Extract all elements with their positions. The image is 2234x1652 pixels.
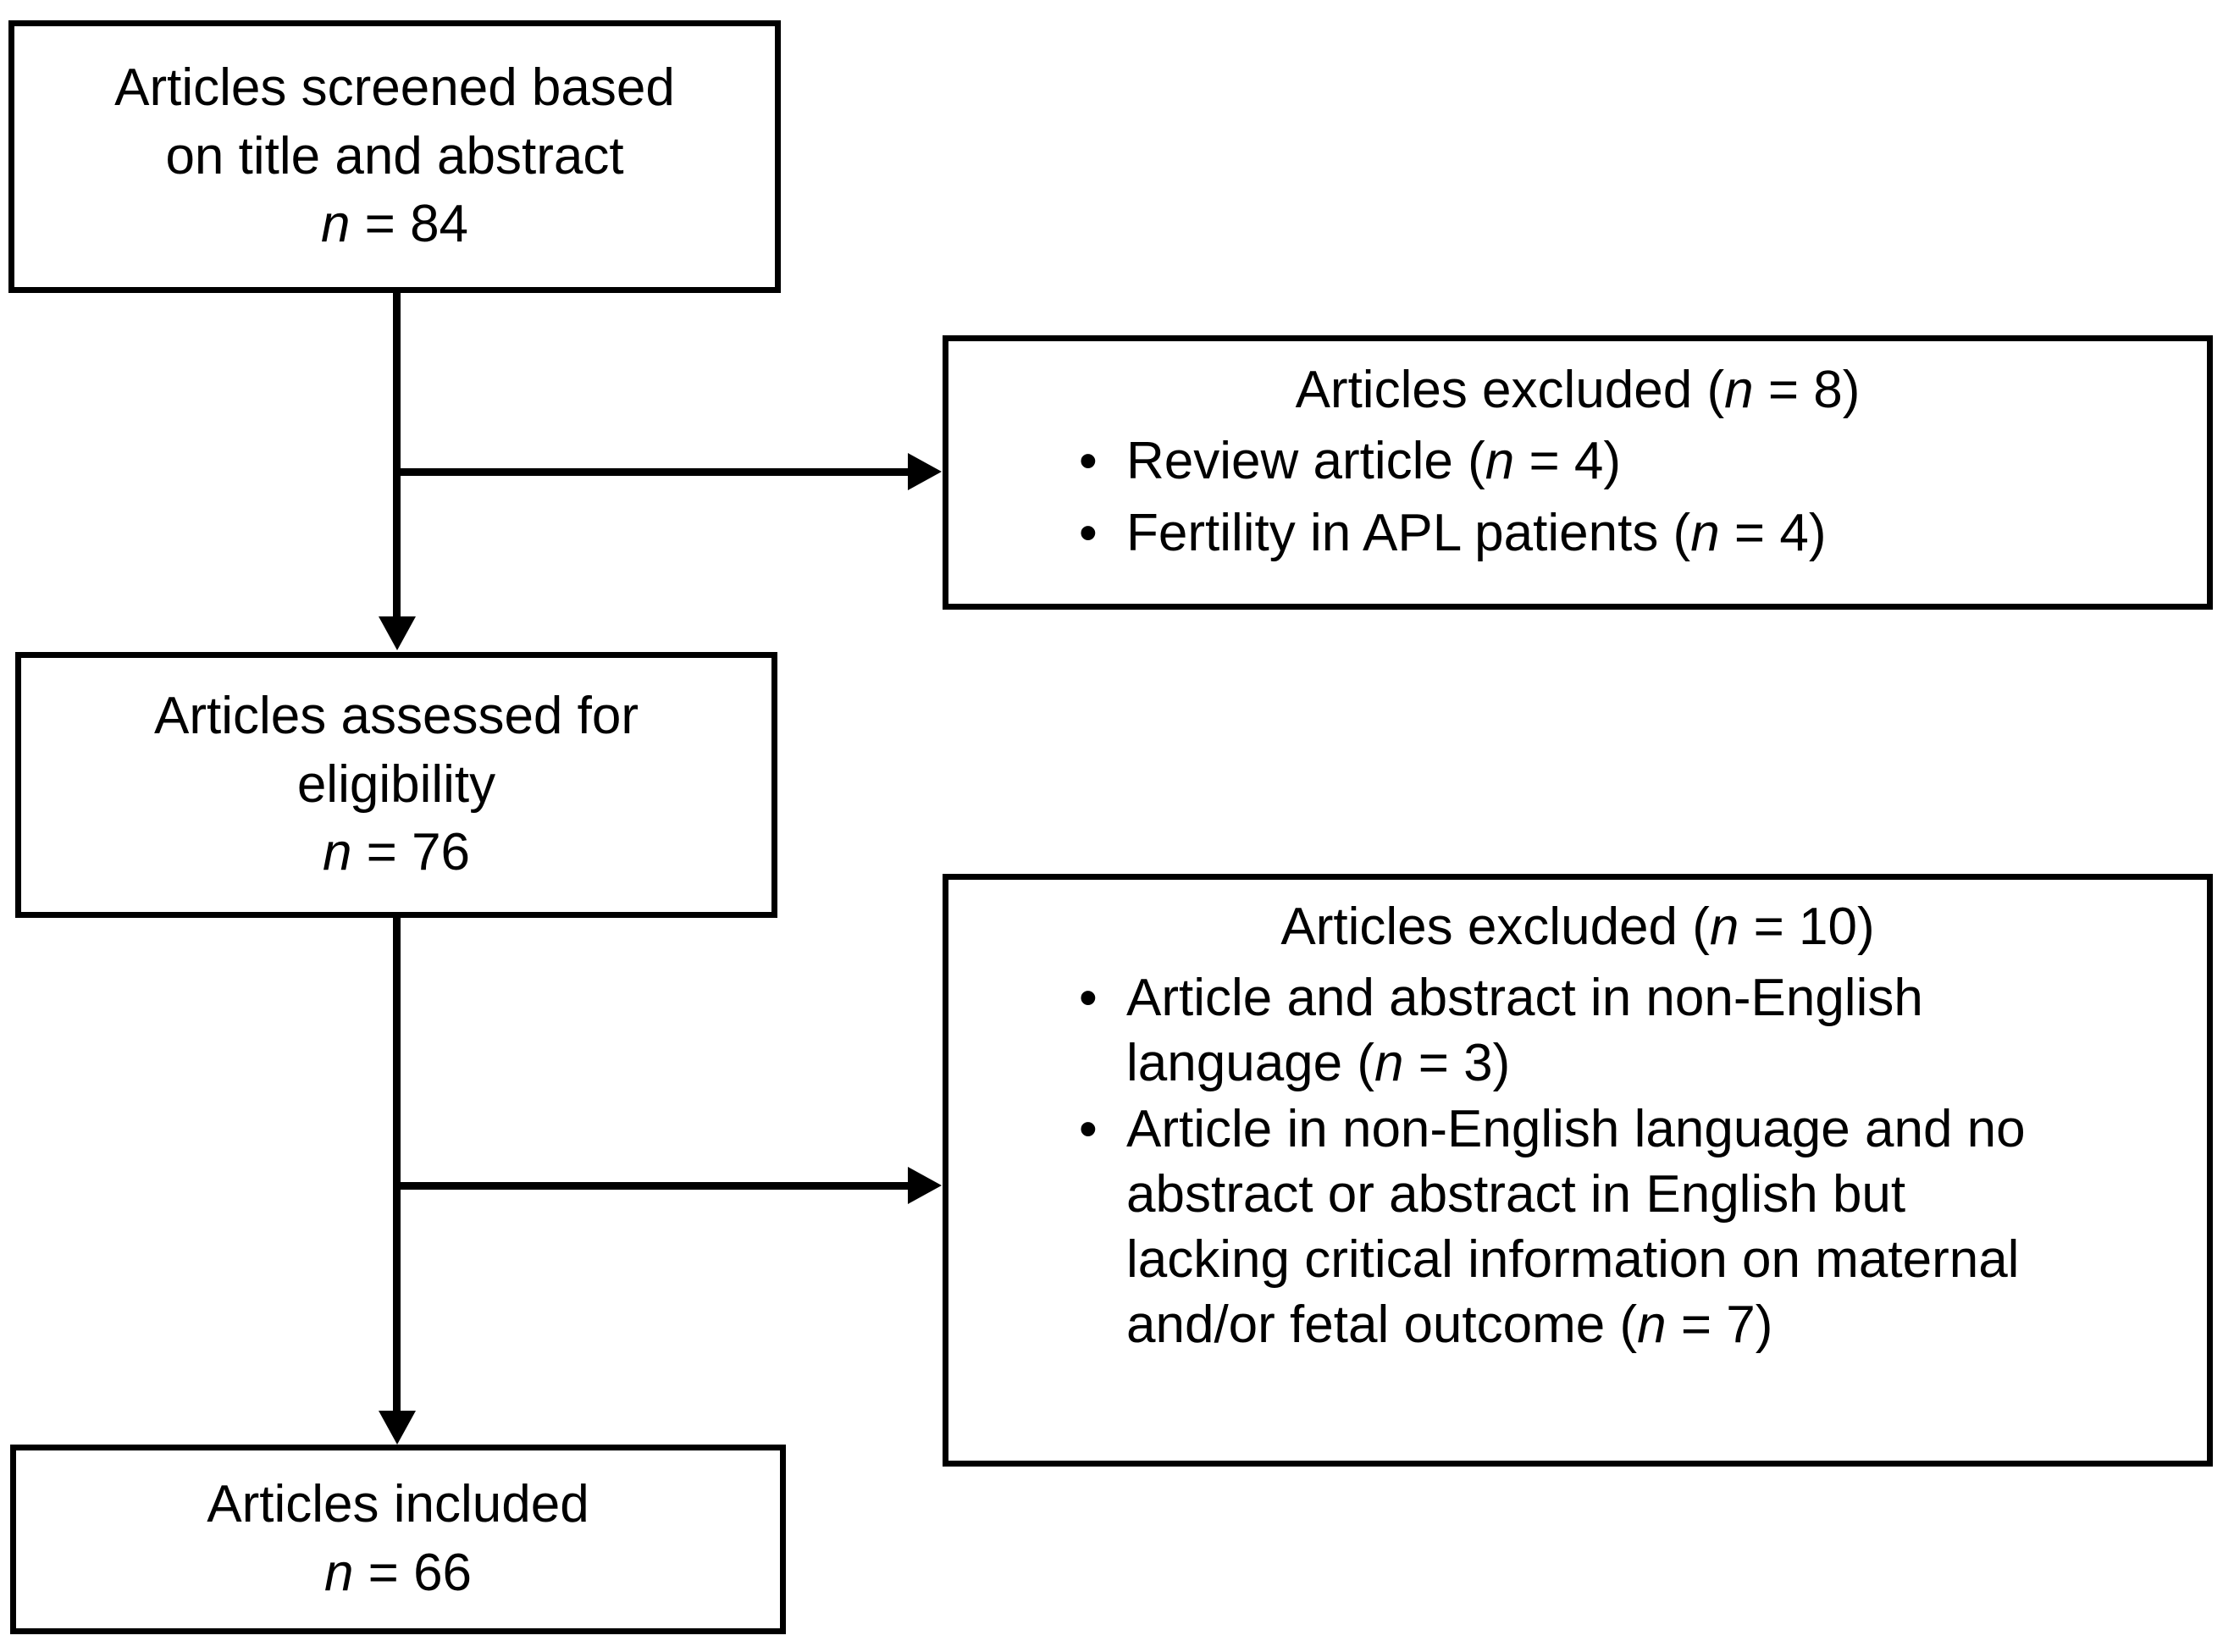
list-item: • Article and abstract in non-English lang… <box>1074 966 2207 1097</box>
reason-line-3: lacking critical information on maternal <box>1126 1230 2020 1290</box>
excluded-first-reason-list: •Review article (n = 4) •Fertility in AP… <box>948 423 2207 566</box>
arrowhead-down-to-assessed <box>379 616 416 650</box>
reason-line-1: Article in non-English language and no <box>1126 1100 2026 1159</box>
box-included-count: n = 66 <box>16 1539 780 1608</box>
excluded-second-title: Articles excluded (n = 10) <box>948 895 2207 959</box>
reason-text-pre: Review article ( <box>1126 431 1485 490</box>
box-screened-line-2: on title and abstract <box>165 126 624 185</box>
reason-line-2: abstract or abstract in English but <box>1126 1165 1906 1224</box>
box-articles-assessed: Articles assessed for eligibility n = 76 <box>15 652 777 918</box>
reason-text-pre: Fertility in APL patients ( <box>1126 503 1691 562</box>
n-symbol: n <box>320 195 351 254</box>
reason-line-2-post: = 3) <box>1403 1033 1511 1092</box>
arrowhead-down-to-included <box>379 1411 416 1445</box>
n-symbol: n <box>1724 361 1754 419</box>
n-value: = 84 <box>350 195 469 254</box>
reason-text-post: = 4) <box>1719 503 1827 562</box>
box-articles-screened: Articles screened based on title and abs… <box>8 20 781 293</box>
n-symbol: n <box>1637 1296 1667 1354</box>
reason-text-post: = 4) <box>1514 431 1622 490</box>
bullet-icon: • <box>1079 503 1098 562</box>
connector-screened-to-excluded-first <box>393 468 910 476</box>
box-included-line-1: Articles included <box>207 1475 589 1534</box>
arrowhead-right-to-excluded-first <box>908 453 942 490</box>
arrowhead-right-to-excluded-second <box>908 1167 942 1204</box>
excluded-second-title-pre: Articles excluded ( <box>1280 898 1710 956</box>
excluded-first-title-post: = 8) <box>1753 361 1861 419</box>
connector-screened-to-assessed <box>393 293 401 619</box>
box-articles-excluded-first: Articles excluded (n = 8) •Review articl… <box>943 335 2213 610</box>
reason-line-2-pre: language ( <box>1126 1033 1375 1092</box>
connector-assessed-to-included <box>393 916 401 1414</box>
reason-line-4-pre: and/or fetal outcome ( <box>1126 1296 1638 1354</box>
n-value: = 76 <box>351 823 471 882</box>
bullet-icon: • <box>1079 968 1098 1027</box>
list-item: • Article in non-English language and no a… <box>1074 1097 2207 1358</box>
n-value: = 66 <box>353 1544 473 1602</box>
box-articles-excluded-second: Articles excluded (n = 10) •Article and … <box>943 874 2213 1467</box>
connector-assessed-to-excluded-second <box>393 1182 910 1190</box>
bullet-icon: • <box>1079 1100 1098 1159</box>
list-item: • Review article (n = 4) <box>1074 429 2207 494</box>
box-screened-line-1: Articles screened based <box>114 58 675 118</box>
n-symbol: n <box>1485 431 1515 490</box>
box-assessed-count: n = 76 <box>21 819 771 887</box>
excluded-second-reason-list: • Article and abstract in non-English lang… <box>948 959 2207 1358</box>
box-assessed-line-2: eligibility <box>296 754 496 814</box>
box-articles-included: Articles included n = 66 <box>10 1445 786 1634</box>
bullet-icon: • <box>1079 431 1098 490</box>
n-symbol: n <box>1709 898 1739 956</box>
box-screened-count: n = 84 <box>14 191 775 259</box>
excluded-second-title-post: = 10) <box>1739 898 1875 956</box>
excluded-first-title: Articles excluded (n = 8) <box>948 358 2207 423</box>
list-item: • Fertility in APL patients (n = 4) <box>1074 501 2207 566</box>
n-symbol: n <box>1374 1033 1404 1092</box>
n-symbol: n <box>1690 503 1720 562</box>
reason-line-1: Article and abstract in non-English <box>1126 968 1923 1027</box>
box-assessed-line-1: Articles assessed for <box>154 687 639 746</box>
n-symbol: n <box>322 823 352 882</box>
excluded-first-title-pre: Articles excluded ( <box>1295 361 1725 419</box>
reason-line-4-post: = 7) <box>1666 1296 1773 1354</box>
n-symbol: n <box>323 1544 354 1602</box>
